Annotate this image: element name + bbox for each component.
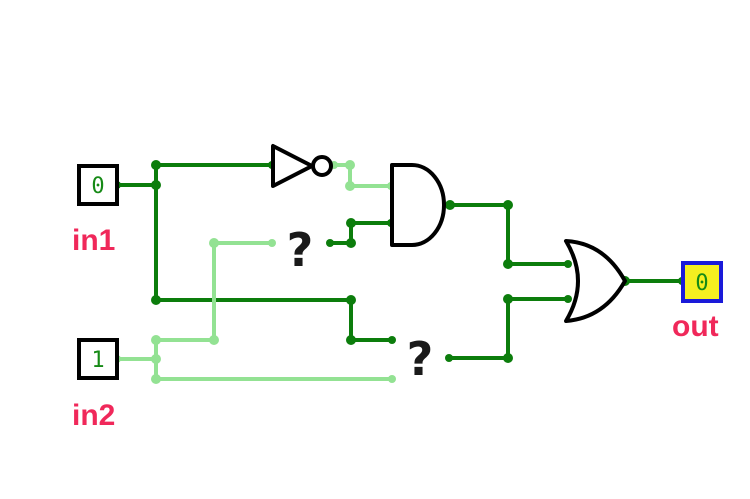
junction-dots-low (113, 160, 396, 384)
unknown-gate-lower[interactable]: ? (407, 332, 434, 386)
input-pin-in1[interactable]: 0 (77, 164, 119, 206)
wire-trunk-to-lower-unknown (154, 298, 394, 342)
input-in1-value: 0 (91, 174, 104, 199)
and-gate[interactable] (390, 163, 446, 247)
wire-in2-to-upper-unknown (154, 241, 274, 342)
wire-lower-unknown-to-or (447, 297, 570, 360)
output-out-value: 0 (695, 271, 708, 296)
wire-not-to-and (332, 163, 393, 188)
wires-low (115, 163, 394, 381)
input-in2-label: in2 (72, 399, 115, 432)
input-in1-label: in1 (72, 224, 115, 257)
wire-and-to-or (448, 203, 570, 266)
output-pin-out: 0 (681, 261, 723, 303)
or-gate[interactable] (564, 239, 627, 323)
output-out-label: out (672, 310, 719, 343)
wire-unknown-to-and (328, 221, 393, 245)
input-pin-in2[interactable]: 1 (77, 338, 119, 380)
unknown-gate-upper[interactable]: ? (287, 223, 314, 277)
input-in2-value: 1 (91, 348, 104, 373)
not-gate[interactable] (271, 144, 333, 188)
